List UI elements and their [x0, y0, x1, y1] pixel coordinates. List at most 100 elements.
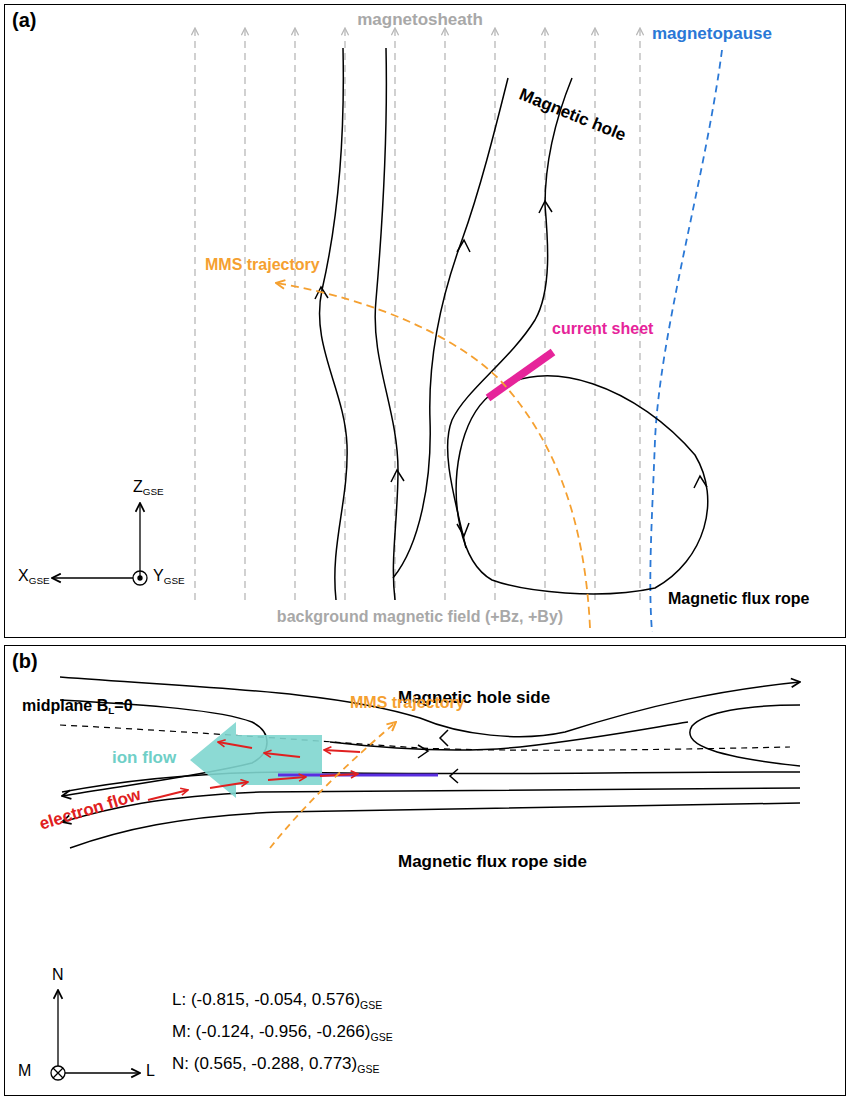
field-line — [494, 28, 495, 600]
spacecraft-trajectory — [276, 283, 590, 628]
axis-arrow — [65, 1072, 140, 1073]
axis-label: XGSE — [18, 567, 50, 587]
basis-vector: N: (0.565, -0.288, 0.773)GSE — [172, 1054, 379, 1075]
basis-vector: M: (-0.124, -0.956, -0.266)GSE — [172, 1022, 393, 1043]
label-text: Magnetic hole — [517, 85, 629, 145]
label-text: midplane B — [22, 697, 108, 714]
axis-arrow — [139, 503, 140, 578]
label-text: N: (0.565, -0.288, 0.773) — [172, 1054, 357, 1073]
axis-label: L — [146, 1062, 155, 1080]
boundary-label: magnetopause — [652, 24, 772, 44]
field-direction-arrows — [315, 201, 707, 536]
arrow-chevron — [539, 201, 552, 213]
subscript: GSE — [164, 575, 185, 586]
label-text: L: (-0.815, -0.054, 0.576) — [172, 990, 360, 1009]
field-line — [244, 28, 245, 600]
subscript: GSE — [29, 575, 50, 586]
lmn-axes — [51, 990, 140, 1080]
label-text: X — [18, 567, 29, 584]
label-text: L — [146, 1062, 155, 1079]
ion-flow-arrow — [190, 722, 322, 798]
label-text: =0 — [114, 697, 132, 714]
into-page-cross — [53, 1068, 63, 1078]
flow-arrow — [148, 790, 188, 800]
structure-label: Magnetic flux rope — [668, 590, 809, 608]
out-of-page-symbol — [133, 571, 147, 585]
panel-label: (a) — [5, 5, 43, 36]
magnetopause-line — [650, 50, 722, 632]
label-text: background magnetic field (+Bz, +By) — [277, 608, 563, 625]
structure-label: Magnetic hole — [516, 85, 628, 146]
label-text: magnetosheath — [357, 10, 483, 29]
flow-label: electron flow — [37, 785, 143, 834]
label-text: current sheet — [552, 320, 653, 337]
axis-label: YGSE — [153, 567, 185, 587]
midplane-label: midplane BL=0 — [22, 697, 133, 717]
label-text: M — [18, 1062, 31, 1079]
basis-vector: L: (-0.815, -0.054, 0.576)GSE — [172, 990, 382, 1011]
current-sheet — [488, 352, 553, 398]
trajectory-label: MMS trajectory — [350, 694, 465, 712]
field-line — [60, 677, 800, 737]
field-line — [448, 78, 572, 548]
subscript: L — [108, 705, 114, 716]
label-text: N — [52, 966, 64, 983]
panel-frame: (a) — [4, 4, 846, 638]
arrow-chevron — [418, 745, 428, 758]
arrow-chevron — [457, 523, 469, 536]
field-line — [444, 28, 445, 600]
label-text: MMS trajectory — [350, 694, 465, 711]
label-text: M: (-0.124, -0.956, -0.266) — [172, 1022, 370, 1041]
gse-axes — [52, 503, 147, 585]
axis-arrow — [57, 990, 58, 1066]
diffusion-region — [278, 774, 438, 777]
label-text: magnetopause — [652, 24, 772, 43]
subscript: GSE — [357, 1063, 379, 1075]
label-text: Z — [133, 478, 143, 495]
field-line — [320, 48, 348, 600]
magnetic-hole-lines — [320, 48, 572, 600]
flow-arrow — [210, 782, 248, 788]
arrow-chevron — [450, 769, 458, 783]
arrow-chevron — [457, 240, 470, 252]
into-page-symbol — [51, 1066, 65, 1080]
subscript: GSE — [370, 1031, 392, 1043]
trajectory-label: MMS trajectory — [205, 256, 320, 274]
region-label: magnetosheath — [357, 10, 483, 30]
electron-flow-arrows — [148, 742, 360, 800]
subscript: GSE — [360, 999, 382, 1011]
side-label: Magnetic flux rope side — [398, 852, 587, 872]
label-text: Magnetic flux rope side — [398, 852, 587, 871]
label-text: Y — [153, 567, 164, 584]
background-field-lines — [195, 28, 640, 600]
field-line — [70, 803, 800, 848]
current-sheet-label: current sheet — [552, 320, 653, 338]
label-text: MMS trajectory — [205, 256, 320, 273]
axis-label: N — [52, 966, 64, 984]
subscript: GSE — [143, 486, 164, 497]
field-line — [393, 78, 508, 578]
label-text: Magnetic flux rope — [668, 590, 809, 607]
field-line — [344, 28, 345, 600]
reconnection-field-lines — [60, 677, 800, 848]
label-text: ion flow — [112, 748, 176, 767]
axis-arrow — [52, 577, 133, 578]
field-line — [639, 28, 640, 600]
field-note: background magnetic field (+Bz, +By) — [277, 608, 563, 626]
field-line — [394, 28, 395, 600]
midplane-line — [60, 725, 790, 750]
arrow-chevron — [440, 730, 448, 746]
arrow-chevron — [391, 470, 404, 482]
field-line — [375, 48, 398, 600]
flow-arrow — [268, 777, 306, 780]
field-line — [294, 28, 295, 600]
flow-arrow — [218, 742, 252, 748]
spacecraft-trajectory — [270, 722, 396, 848]
field-line — [194, 28, 195, 600]
axis-label: ZGSE — [133, 478, 164, 498]
panel-label: (b) — [5, 646, 45, 677]
flow-arrow — [324, 750, 360, 752]
axis-label: M — [18, 1062, 31, 1080]
field-line — [690, 705, 800, 766]
